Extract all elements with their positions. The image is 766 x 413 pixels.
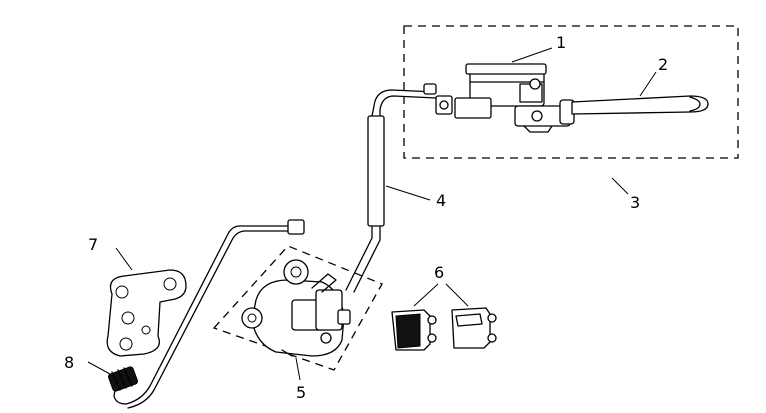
leader-lines <box>87 47 657 381</box>
master-cylinder-assembly-box <box>403 25 739 159</box>
callout-8: 8 <box>64 353 74 372</box>
callout-4: 4 <box>436 191 446 210</box>
callout-7: 7 <box>88 235 98 254</box>
callout-2: 2 <box>658 55 668 74</box>
callout-6: 6 <box>434 263 444 282</box>
callout-3: 3 <box>630 193 640 212</box>
brake-hose[interactable] <box>345 83 437 293</box>
callout-5: 5 <box>296 383 306 402</box>
bleeder-connector[interactable] <box>108 366 139 392</box>
brake-lever[interactable] <box>571 95 709 115</box>
sensor-wire[interactable] <box>113 219 305 409</box>
caliper-bracket[interactable] <box>106 269 187 357</box>
callout-1: 1 <box>556 33 566 52</box>
master-cylinder[interactable] <box>435 63 575 133</box>
brake-caliper[interactable] <box>241 259 351 357</box>
caliper-assembly-box <box>212 245 383 371</box>
brake-pads[interactable] <box>391 307 497 351</box>
